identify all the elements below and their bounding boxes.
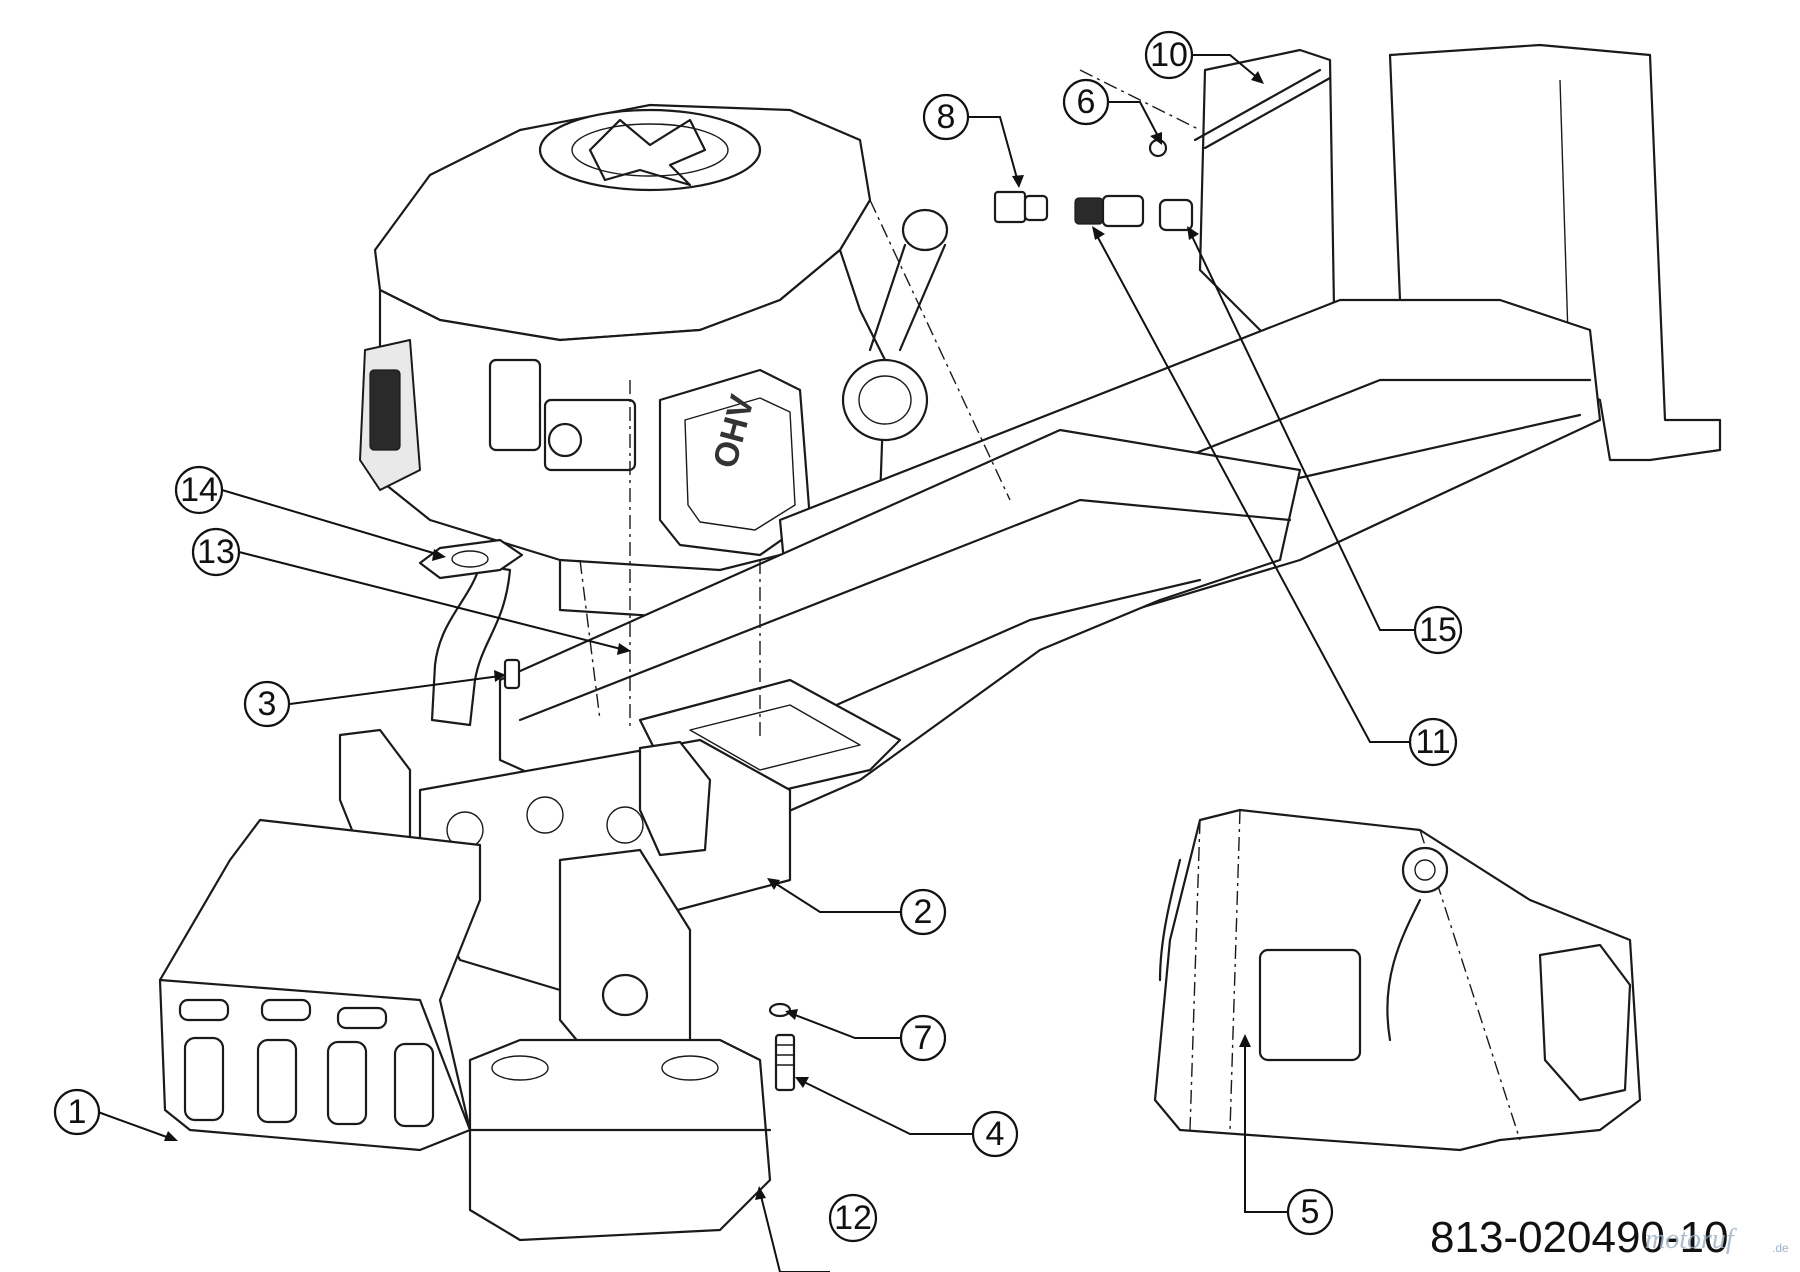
tractor-frame [338,43,1722,1082]
svg-text:15: 15 [1419,611,1457,649]
svg-text:3: 3 [258,685,277,723]
callout-10: 10 [1144,30,1194,80]
svg-text:12: 12 [834,1199,872,1237]
callout-labels: 1 2 3 4 5 6 7 8 [53,30,1463,1243]
watermark-brand: motoruf [1645,1224,1737,1255]
engine-assembly: OHV [359,103,949,622]
svg-text:6: 6 [1077,83,1096,121]
front-shield [158,818,482,1152]
callout-12: 12 [828,1193,878,1243]
inset-detail-view [1153,808,1642,1152]
svg-text:11: 11 [1415,723,1450,761]
muffler [468,1038,772,1242]
callout-14: 14 [174,465,224,515]
svg-text:4: 4 [986,1115,1005,1153]
leader-lines [97,54,1415,1272]
callout-5: 5 [1286,1188,1334,1236]
drawing-number: 813-020490-10 [1430,1213,1728,1262]
svg-text:1: 1 [68,1093,87,1131]
svg-text:10: 10 [1150,36,1188,74]
callout-2: 2 [899,888,947,936]
svg-text:5: 5 [1301,1193,1320,1231]
svg-text:8: 8 [937,98,956,136]
watermark-suffix: .de [1772,1241,1789,1255]
callout-7: 7 [899,1014,947,1062]
callout-6: 6 [1062,78,1110,126]
callout-15: 15 [1413,605,1463,655]
callout-1: 1 [53,1088,101,1136]
callout-13: 13 [191,527,241,577]
svg-text:14: 14 [180,471,218,509]
svg-text:13: 13 [197,533,235,571]
hardware-parts [503,68,1332,1092]
callout-8: 8 [922,93,970,141]
callout-3: 3 [243,680,291,728]
callout-11: 11 [1408,717,1458,767]
svg-text:2: 2 [914,893,933,931]
svg-text:7: 7 [914,1019,933,1057]
callout-4: 4 [971,1110,1019,1158]
